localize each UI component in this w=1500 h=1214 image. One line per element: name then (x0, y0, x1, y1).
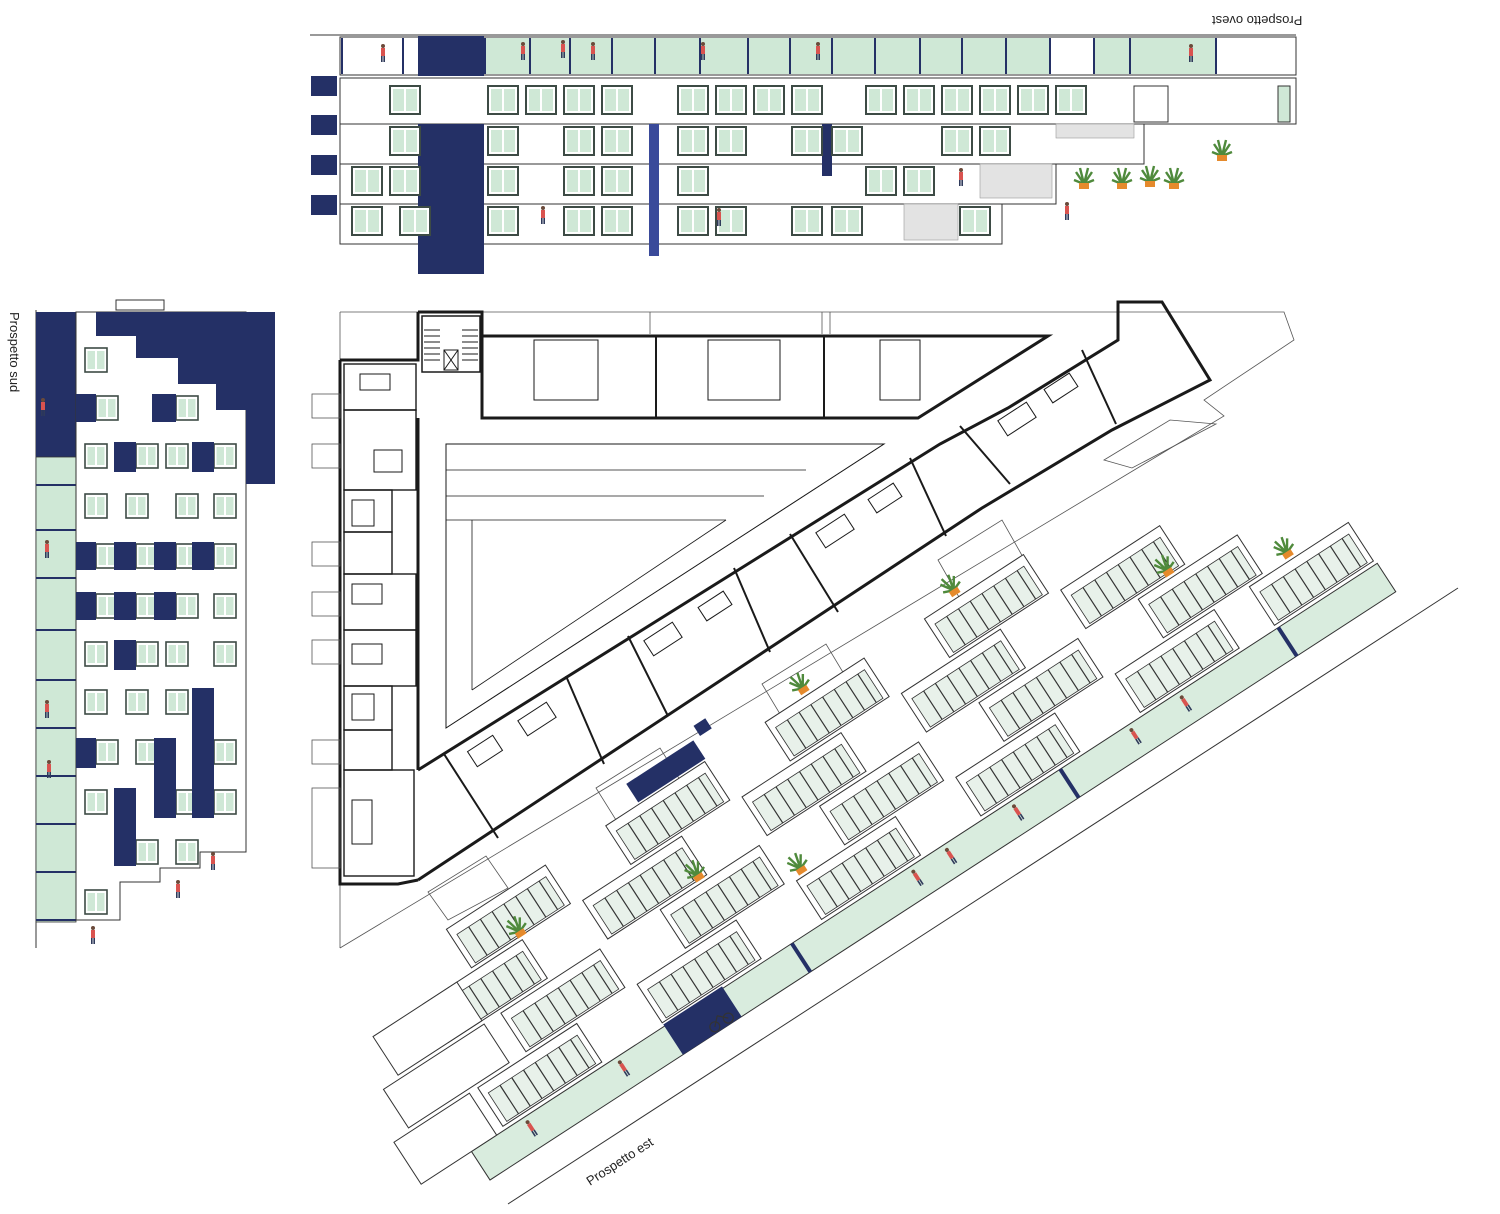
potted-plant-icon (1138, 164, 1162, 189)
people-figure-icon (211, 852, 215, 870)
south-elevation-label: Prospetto sud (7, 312, 22, 392)
east-elevation (372, 521, 1459, 1205)
floor-plan (311, 300, 1295, 949)
potted-plant-icon (1072, 166, 1096, 191)
people-figure-icon (1065, 202, 1069, 220)
elevator-icon (443, 349, 459, 371)
south-elevation (35, 299, 275, 948)
potted-plant-icon (1162, 166, 1186, 191)
west-elevation-label: Prospetto ovest (1212, 13, 1303, 28)
people-figure-icon (91, 926, 95, 944)
east-elevation-label: Prospetto est (583, 1134, 656, 1189)
potted-plant-icon (1110, 166, 1134, 191)
west-elevation (310, 34, 1297, 274)
bicycle-icon (709, 1012, 734, 1033)
people-figure-icon (176, 880, 180, 898)
stair-icon (424, 329, 478, 361)
potted-plant-icon (1210, 138, 1234, 163)
